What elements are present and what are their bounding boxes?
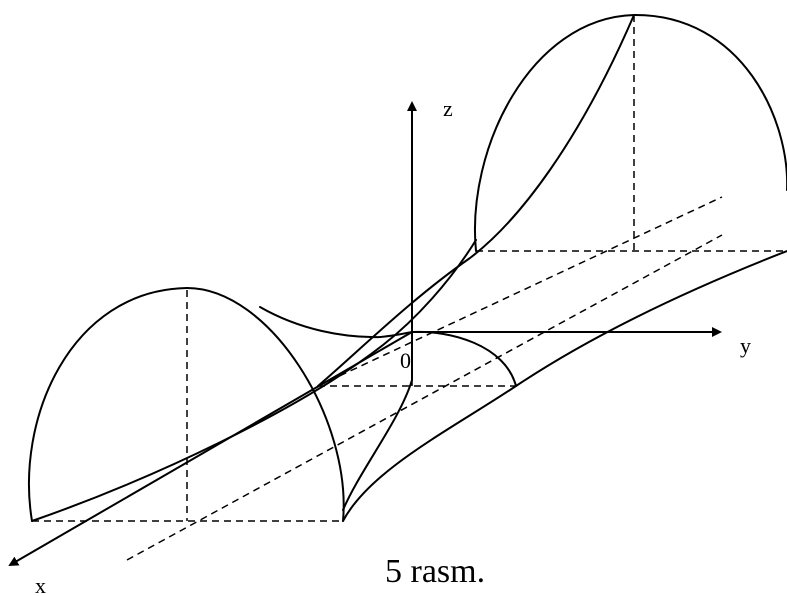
dashed-guides bbox=[32, 15, 787, 561]
right-edge-curve bbox=[342, 250, 787, 522]
surface-curves bbox=[28, 13, 787, 522]
diagonal-guide-lower bbox=[126, 234, 723, 561]
z-axis-label: z bbox=[443, 96, 453, 121]
left-edge-curve bbox=[31, 239, 477, 522]
figure-caption: 5 rasm. bbox=[385, 553, 485, 590]
saddle-top-curve bbox=[259, 306, 413, 339]
center-arch bbox=[411, 330, 517, 387]
x-axis bbox=[8, 331, 413, 567]
front-parabola-arch bbox=[28, 287, 345, 522]
y-axis-label: y bbox=[740, 333, 751, 358]
origin-label: 0 bbox=[400, 348, 411, 373]
x-axis-label: x bbox=[35, 573, 46, 596]
ridge-curve-lower bbox=[317, 14, 635, 387]
back-parabola-arch bbox=[474, 13, 787, 252]
ridge-curve-inner bbox=[342, 379, 413, 511]
coordinate-axes bbox=[8, 101, 722, 567]
diagonal-guide-upper bbox=[317, 196, 723, 387]
